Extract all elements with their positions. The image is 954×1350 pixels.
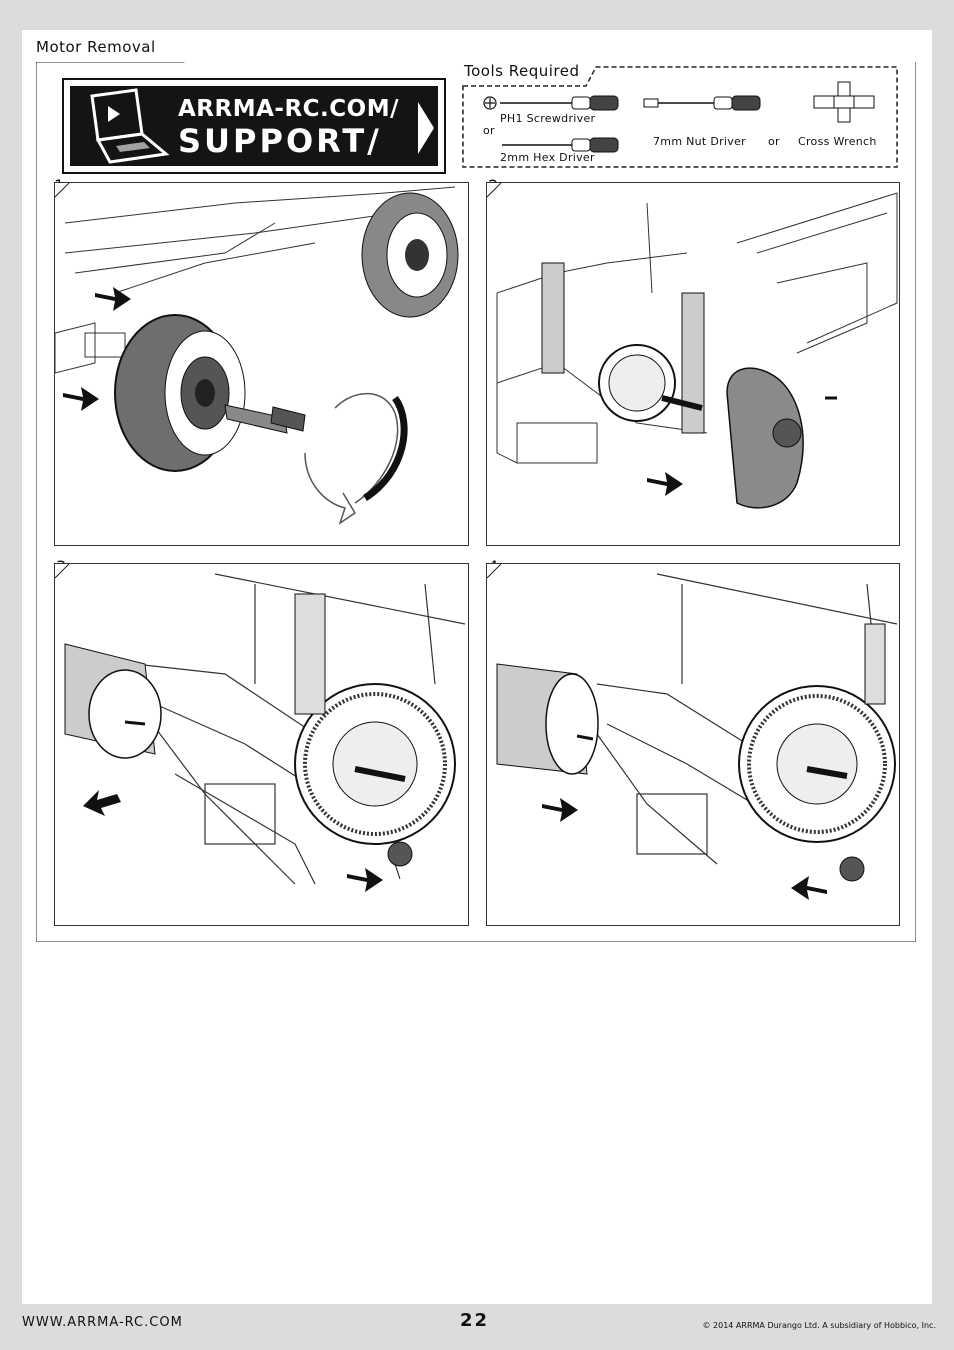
phillips-screwdriver-icon: [483, 95, 619, 111]
motor-pull-out-illustration: [55, 564, 466, 892]
support-banner[interactable]: ARRMA-RC.COM/ SUPPORT/: [62, 78, 446, 174]
tool-label-cross: Cross Wrench: [798, 135, 877, 148]
arrow-icon: [95, 287, 131, 311]
footer-website[interactable]: WWW.ARRMA-RC.COM: [22, 1315, 183, 1330]
tool-label-or-2: or: [768, 135, 780, 148]
tools-box: [462, 66, 898, 168]
step-3-panel: [54, 563, 469, 926]
step-2-panel: [486, 182, 900, 546]
banner-line-2: SUPPORT/: [178, 122, 382, 160]
arrow-right-icon: [418, 102, 434, 154]
banner-line-1: ARRMA-RC.COM/: [178, 96, 400, 122]
motor-install-illustration: [487, 564, 898, 900]
wheel-removal-illustration: [55, 183, 459, 525]
gear-cover-removal-illustration: [487, 183, 898, 509]
nut-driver-icon: [643, 95, 761, 111]
hex-driver-icon: [502, 137, 619, 153]
step-1-panel: [54, 182, 469, 546]
cross-wrench-icon: [813, 81, 875, 123]
tool-label-or-1: or: [483, 124, 495, 137]
tool-label-ph1: PH1 Screwdriver: [500, 112, 596, 125]
tool-label-hex: 2mm Hex Driver: [500, 151, 595, 164]
page-number: 22: [460, 1310, 490, 1331]
laptop-icon: [90, 88, 170, 164]
tool-label-nut: 7mm Nut Driver: [653, 135, 746, 148]
tools-title: Tools Required: [464, 62, 580, 80]
section-title: Motor Removal: [36, 38, 156, 56]
footer-copyright: © 2014 ARRMA Durango Ltd. A subsidiary o…: [702, 1321, 936, 1330]
step-4-panel: [486, 563, 900, 926]
banner-background: ARRMA-RC.COM/ SUPPORT/: [70, 86, 438, 166]
